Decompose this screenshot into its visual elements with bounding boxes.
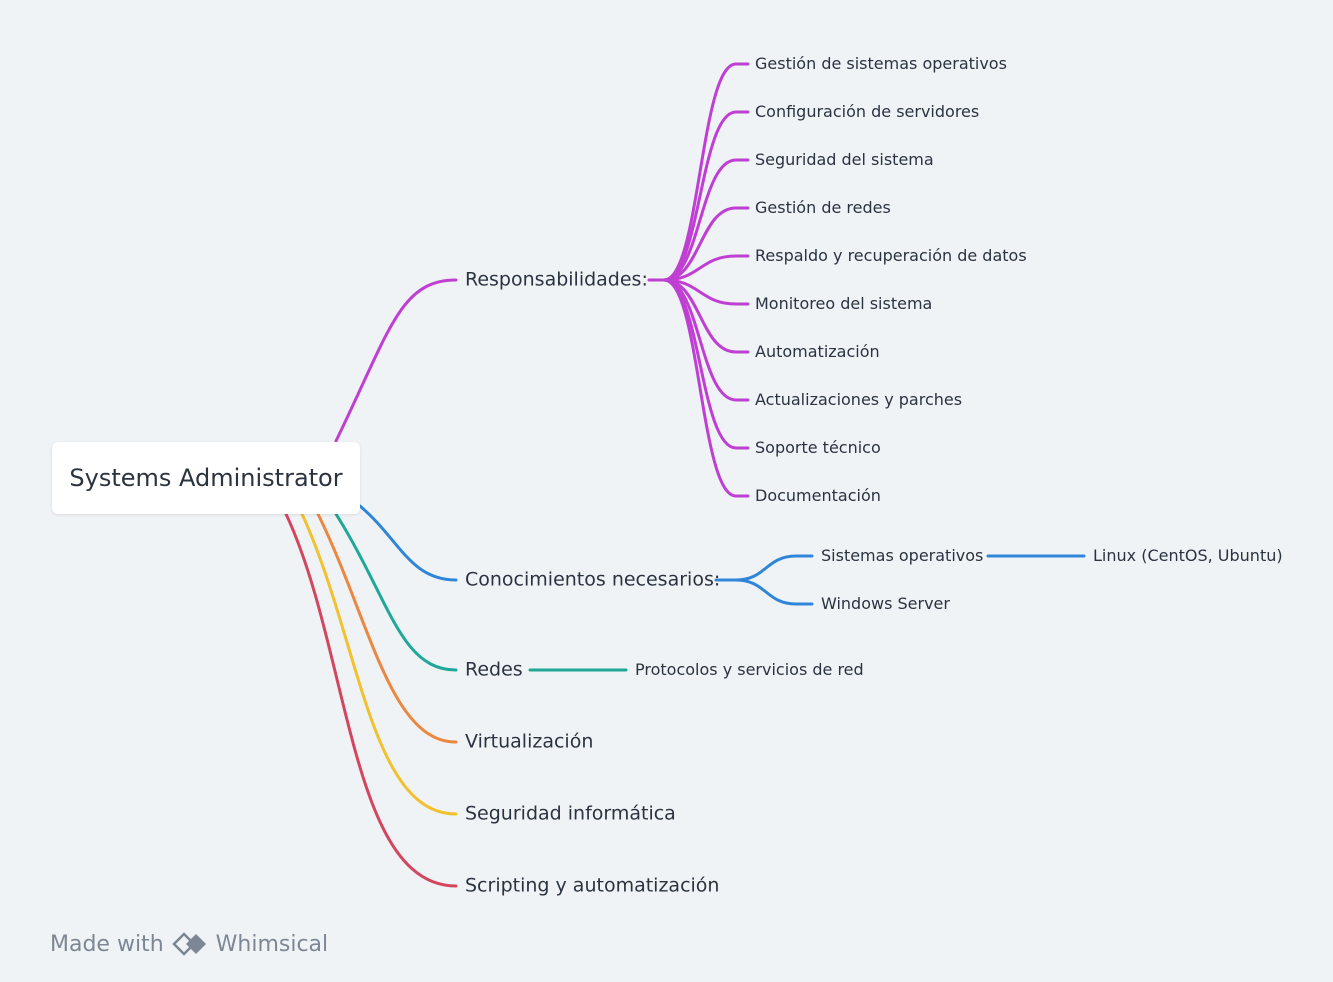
connector-child	[662, 278, 750, 402]
child-node[interactable]: Monitoreo del sistema	[755, 294, 933, 313]
connector-child	[734, 554, 814, 582]
branch-scripting[interactable]: Scripting y automatización	[465, 874, 720, 897]
connector-child	[734, 578, 814, 606]
connector-child	[662, 206, 750, 282]
connector-seguridad	[300, 512, 458, 816]
connector-redes	[334, 512, 458, 672]
connector-conocimientos	[358, 504, 458, 582]
root-node[interactable]: Systems Administrator	[52, 442, 360, 514]
connector-child	[662, 278, 750, 306]
branch-redes[interactable]: Redes	[465, 658, 523, 681]
child-node[interactable]: Seguridad del sistema	[755, 150, 934, 169]
connector-virtualizacion	[316, 512, 458, 744]
branch-seguridad[interactable]: Seguridad informática	[465, 802, 676, 825]
connector-responsabilidades	[334, 278, 458, 443]
grandchild-node[interactable]: Linux (CentOS, Ubuntu)	[1093, 546, 1283, 565]
whimsical-brand: Whimsical	[215, 931, 329, 957]
child-node[interactable]: Automatización	[755, 342, 880, 361]
root-label: Systems Administrator	[69, 464, 343, 492]
connector-child	[662, 62, 750, 282]
child-node[interactable]: Gestión de sistemas operativos	[755, 54, 1007, 73]
whimsical-logo-icon	[171, 932, 206, 956]
child-node[interactable]: Windows Server	[821, 594, 950, 613]
child-node[interactable]: Respaldo y recuperación de datos	[755, 246, 1027, 265]
watermark[interactable]: Made with Whimsical	[50, 930, 328, 958]
connector-child	[662, 278, 750, 498]
child-node[interactable]: Soporte técnico	[755, 438, 881, 457]
made-with-text: Made with	[50, 931, 164, 957]
connector-child	[662, 158, 750, 282]
connector-scripting	[284, 512, 458, 888]
connector-lines	[284, 62, 1086, 888]
branch-virtualizacion[interactable]: Virtualización	[465, 730, 594, 753]
child-node[interactable]: Actualizaciones y parches	[755, 390, 963, 409]
child-node[interactable]: Configuración de servidores	[755, 102, 980, 121]
branch-responsabilidades[interactable]: Responsabilidades:	[465, 268, 648, 291]
child-node[interactable]: Gestión de redes	[755, 198, 891, 217]
child-node[interactable]: Documentación	[755, 486, 881, 505]
connector-child	[662, 254, 750, 282]
branch-conocimientos[interactable]: Conocimientos necesarios:	[465, 568, 721, 591]
child-node[interactable]: Protocolos y servicios de red	[635, 660, 864, 679]
connector-child	[662, 110, 750, 282]
child-node[interactable]: Sistemas operativos	[821, 546, 984, 565]
